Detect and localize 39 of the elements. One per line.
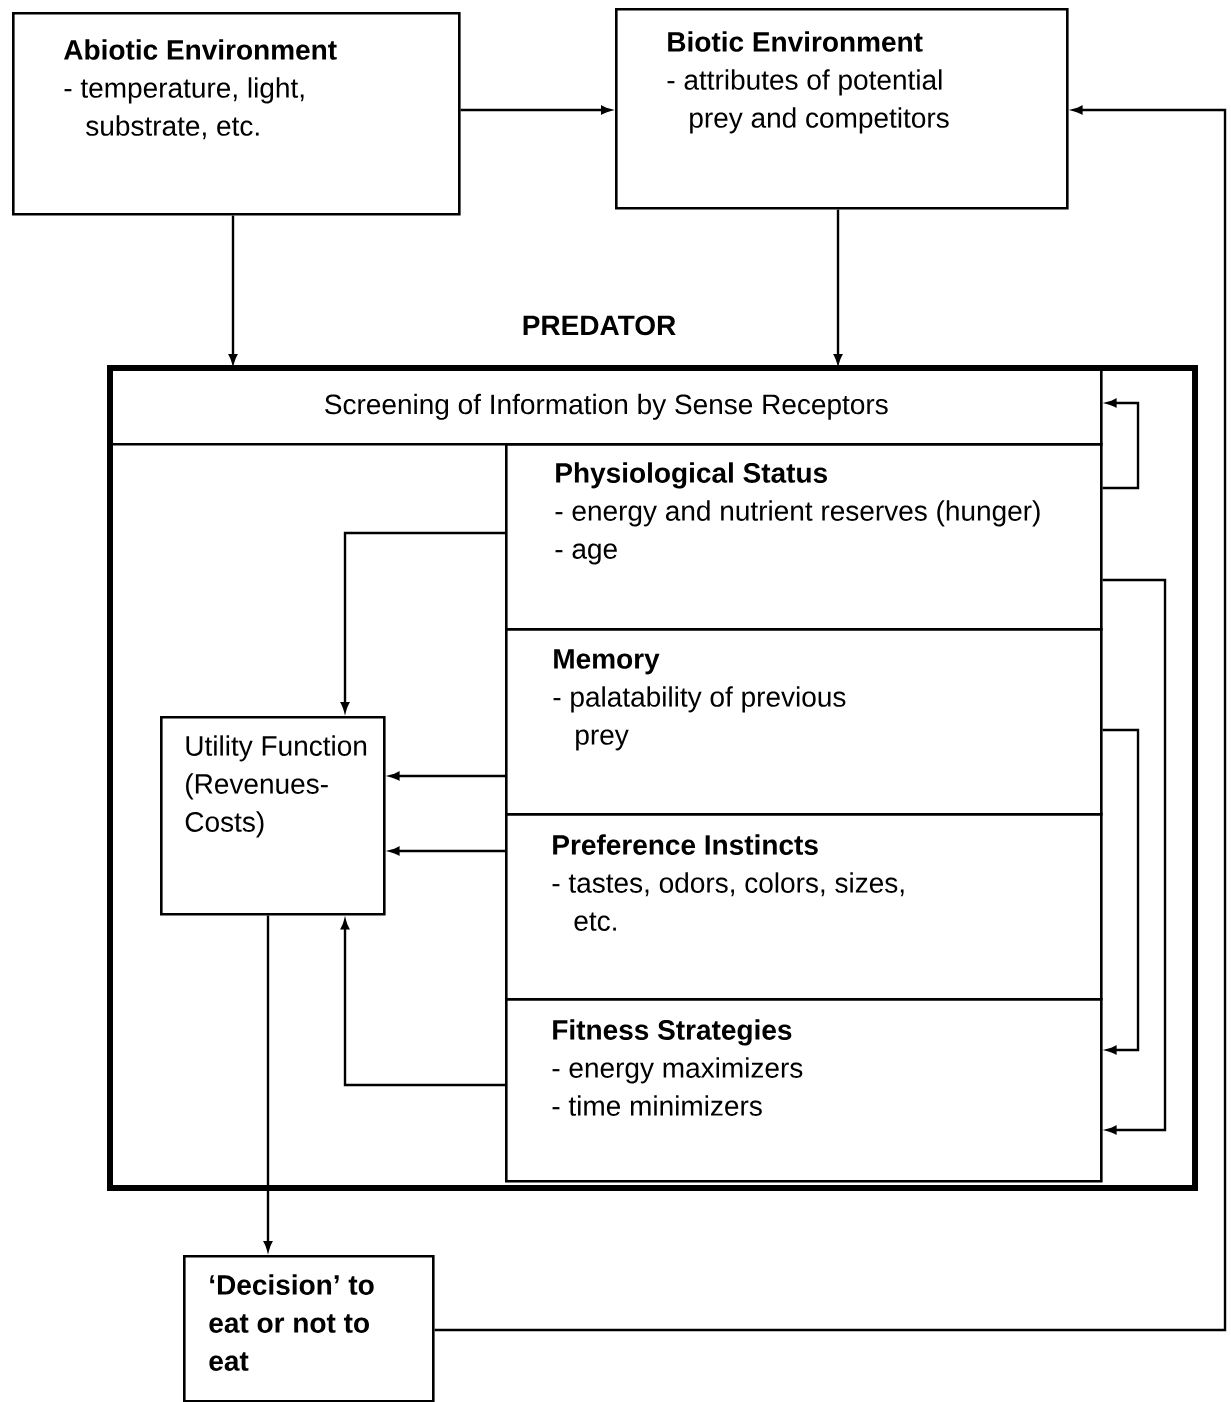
- process-box: [12, 12, 461, 216]
- arrow: [1102, 728, 1140, 1055]
- box-text: - palatability of previous prey: [553, 686, 846, 751]
- box-heading: Physiological Status: [556, 462, 827, 489]
- arrow: [389, 771, 505, 781]
- box-text: - energy maximizers: [552, 1057, 803, 1084]
- process-box: [505, 628, 1103, 816]
- box-text: - temperature, light, substrate, etc.: [64, 77, 304, 140]
- process-box: [615, 8, 1069, 210]
- box-heading: Memory: [554, 649, 660, 675]
- box-heading: ‘Decision’ to eat or not to eat: [209, 1274, 374, 1371]
- box-text: - time minimizers: [552, 1095, 762, 1116]
- process-box: [183, 1255, 435, 1402]
- box-text: - energy and nutrient reserves (hunger): [555, 500, 1040, 527]
- arrow: [389, 846, 505, 856]
- box-heading: Biotic Environment: [668, 31, 923, 52]
- arrow: [1102, 398, 1140, 490]
- process-box: [110, 368, 1103, 446]
- arrow: [434, 105, 1227, 1332]
- process-box: [505, 998, 1103, 1183]
- arrow: [460, 105, 612, 115]
- panel-heading: PREDATOR: [523, 315, 676, 336]
- box-text: Utility Function (Revenues-Costs): [185, 735, 367, 838]
- process-box: [505, 443, 1103, 631]
- process-box: [160, 716, 386, 916]
- arrow: [340, 919, 505, 1087]
- arrow: [263, 915, 273, 1252]
- box-text: - attributes of potential prey and competitors: [667, 69, 949, 134]
- arrow: [228, 215, 238, 365]
- process-box: [505, 813, 1103, 1001]
- arrow: [833, 209, 843, 365]
- box-heading: Abiotic Environment: [64, 39, 337, 60]
- box-text: - age: [555, 543, 617, 565]
- arrow: [340, 531, 505, 713]
- box-text: - tastes, odors, colors, sizes, etc.: [552, 872, 904, 931]
- box-text: Screening of Information by Sense Receptors: [325, 393, 888, 420]
- box-heading: Fitness Strategies: [553, 1019, 792, 1046]
- box-heading: Preference Instincts: [553, 834, 818, 855]
- arrow: [1102, 578, 1167, 1135]
